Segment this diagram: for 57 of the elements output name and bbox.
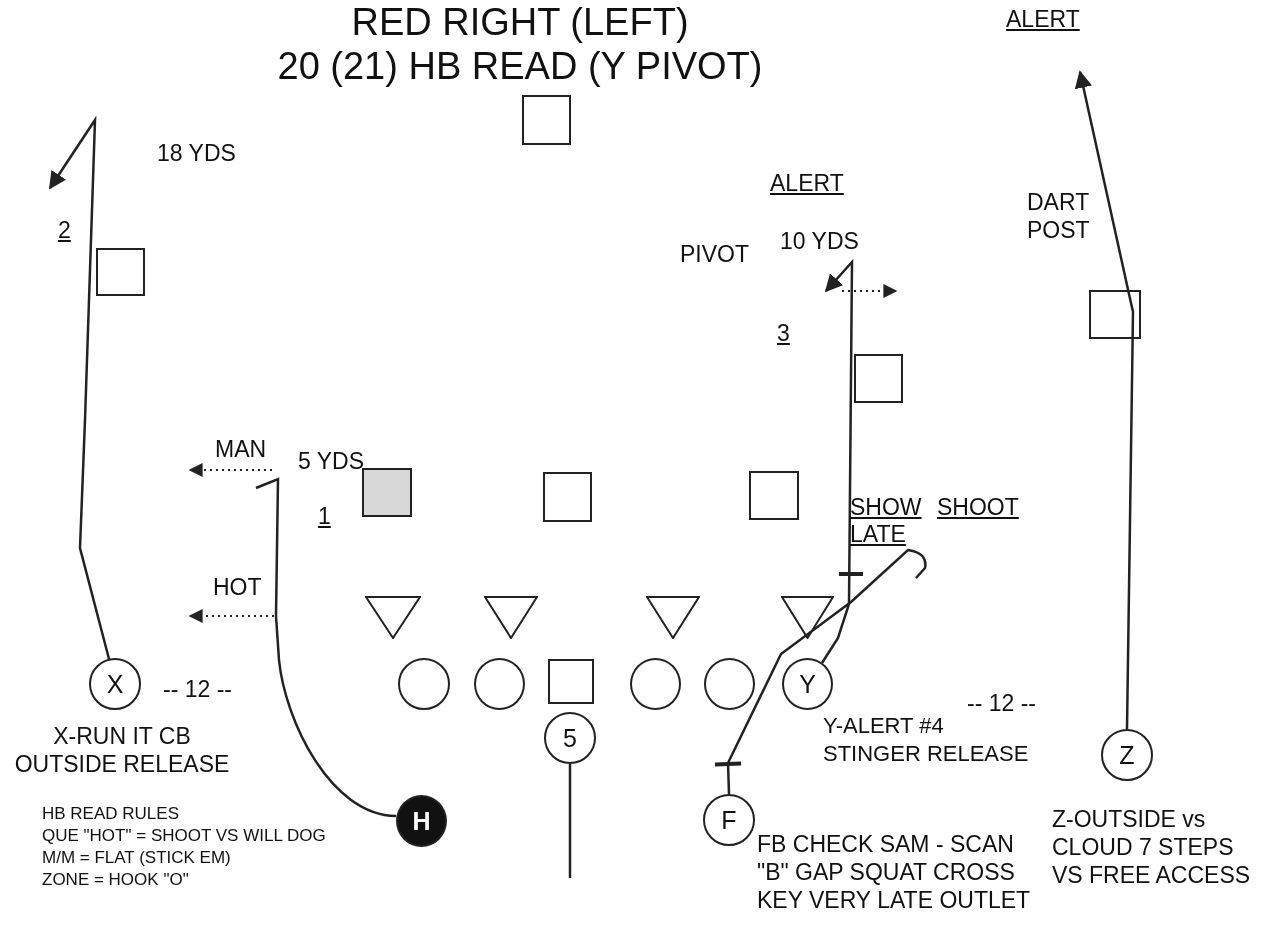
defender-triangle: [484, 596, 538, 639]
lineman-circle: [704, 658, 755, 710]
defender-square: [522, 95, 571, 145]
route-line: [568, 764, 572, 878]
player-letter: Z: [1118, 739, 1136, 771]
play-label: HOT: [213, 574, 262, 600]
player-letter: Y: [798, 668, 817, 700]
play-label: SHOOT: [937, 494, 1019, 520]
rule-note: QUE "HOT" = SHOOT VS WILL DOG: [42, 825, 326, 847]
player-circle: [89, 658, 141, 710]
rule-note: DART POST: [1027, 188, 1091, 244]
lineman-circle: [398, 658, 450, 710]
lineman-circle: [474, 658, 525, 710]
player-letter: H: [411, 805, 432, 837]
play-label: -- 12 --: [163, 676, 232, 702]
player-circle: [544, 712, 596, 764]
play-label: 1: [318, 503, 331, 529]
rule-note: M/M = FLAT (STICK EM): [42, 847, 231, 869]
play-label: 5 YDS: [298, 448, 365, 474]
assignment-note: Z-OUTSIDE vs CLOUD 7 STEPS VS FREE ACCESS: [1052, 805, 1252, 889]
player-circle: [703, 794, 755, 846]
play-label: LATE: [850, 521, 906, 547]
rule-note: HB READ RULES: [42, 803, 179, 825]
defender-square: [854, 354, 903, 403]
play-label: MAN: [215, 436, 267, 462]
defender-square: [1089, 290, 1141, 339]
rule-note: ZONE = HOOK "O": [42, 869, 189, 891]
play-label: 3: [777, 320, 790, 346]
defender-square: [362, 468, 412, 517]
center-square: [548, 659, 594, 704]
player-letter: 5: [562, 722, 578, 754]
play-label: PIVOT: [680, 241, 749, 267]
player-circle: [1101, 729, 1153, 781]
player-letter: X: [105, 668, 125, 700]
defender-triangle: [646, 596, 700, 639]
defender-triangle: [365, 596, 421, 639]
defender-square: [543, 472, 592, 522]
assignment-note: FB CHECK SAM - SCAN "B" GAP SQUAT CROSS KEY VERY LATE OUTLET: [757, 830, 1032, 914]
defender-triangle: [781, 596, 834, 639]
defender-square: [749, 471, 799, 520]
defender-square: [96, 248, 145, 296]
route-arrow: [1074, 70, 1135, 729]
route-arrow: [48, 115, 111, 660]
play-label: 18 YDS: [157, 140, 236, 166]
play-label: 10 YDS: [780, 228, 859, 254]
play-label: 2: [58, 217, 71, 243]
route-arrow: [820, 258, 854, 664]
player-circle: [782, 658, 833, 710]
play-label: ALERT: [1006, 6, 1080, 32]
play-label: ALERT: [770, 170, 844, 196]
lineman-circle: [630, 658, 681, 710]
play-title: RED RIGHT (LEFT) 20 (21) HB READ (Y PIVOT): [276, 0, 764, 88]
route-line: [255, 477, 397, 818]
ball-carrier-circle: [396, 795, 447, 847]
player-letter: F: [720, 804, 738, 836]
play-label: SHOW: [850, 494, 922, 520]
assignment-note: X-RUN IT CB OUTSIDE RELEASE: [13, 722, 231, 778]
